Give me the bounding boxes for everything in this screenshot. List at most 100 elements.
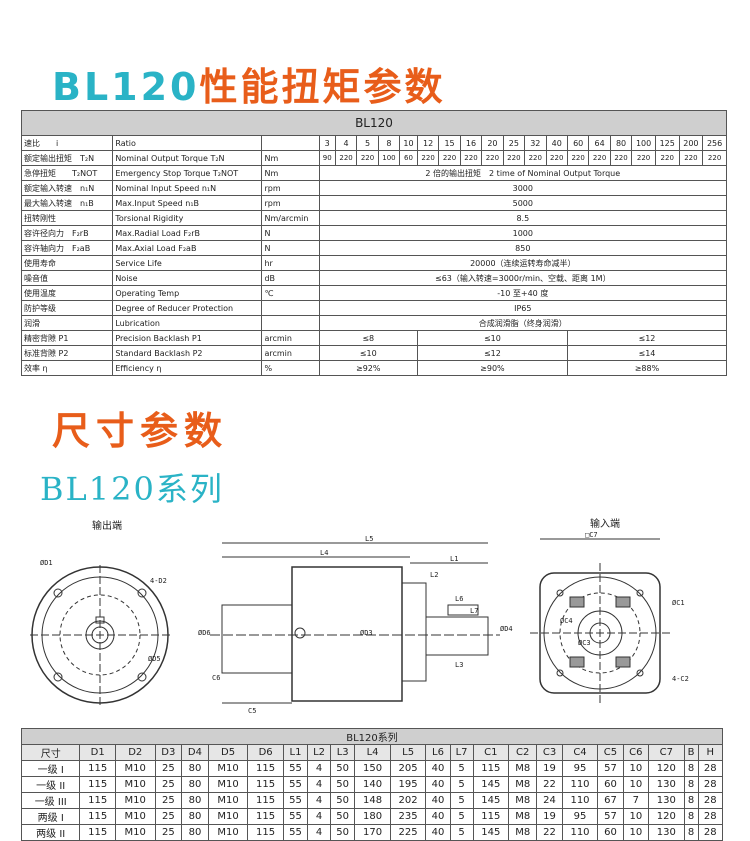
row-label-cn: 最大输入转速 n₁B [20,195,114,211]
table-cell: M8 [508,792,538,809]
ratio-cell: 16 [459,135,483,151]
heading-text: 性能扭矩参数 [199,65,446,109]
table-cell: 25 [154,760,183,777]
ratio-cell: 25 [502,135,526,151]
table-cell: 10 [622,824,650,841]
row-label: 一级 II [20,776,81,793]
row-label-en: Emergency Stop Torque T₂NOT [112,165,263,181]
table-cell: 50 [330,760,356,777]
table-cell: 195 [389,776,427,793]
table-cell: 145 [472,776,510,793]
table-cell: M8 [508,808,538,825]
series-heading: BL120系列 [40,470,224,508]
table-cell: 57 [597,808,624,825]
table-cell: 80 [181,824,209,841]
torque-cell: 90 [318,150,336,166]
row-label: 两级 I [20,808,81,825]
row-unit [261,300,320,316]
table-cell: 115 [79,792,116,809]
perf-table-title: BL120 [21,110,727,136]
dim-label-c6: C6 [212,674,220,682]
row-value: ≤10 [416,330,568,346]
torque-cell: 220 [524,150,547,166]
row-label-cn: 容许径向力 F₂rB [20,225,114,241]
row-label-cn: 速比 i [20,135,114,151]
row-value: -10 至+40 度 [318,285,728,301]
table-cell: 145 [472,792,510,809]
side-view: L5 L4 L1 L2 L6 L7 L3 C6 C5 ØD6 ØD3 ØD4 [198,535,513,715]
row-unit: arcmin [261,345,320,361]
row-label-en: Efficiency η [112,360,263,376]
table-cell: 10 [622,776,650,793]
table-cell: 120 [648,760,685,777]
table-cell: 110 [561,792,599,809]
row-label-en: Noise [112,270,263,286]
row-unit: Nm [261,150,320,166]
table-cell: 8 [683,792,699,809]
row-unit: % [261,360,320,376]
table-cell: 80 [181,760,209,777]
torque-cell: 220 [438,150,461,166]
table-cell: 55 [282,824,309,841]
torque-cell: 100 [377,150,401,166]
row-label-cn: 额定输入转速 n₁N [20,180,114,196]
table-cell: 95 [561,760,599,777]
table-cell: 115 [247,760,284,777]
table-cell: 22 [536,776,563,793]
row-label-en: Ratio [112,135,263,151]
table-cell: 5 [449,824,474,841]
table-cell: 25 [154,792,183,809]
ratio-cell: 80 [609,135,633,151]
row-label-en: Operating Temp [112,285,263,301]
table-cell: 130 [648,824,685,841]
column-header: L2 [307,744,332,761]
table-cell: 95 [561,808,599,825]
row-label-en: Standard Backlash P2 [112,345,263,361]
row-label-cn: 噪音值 [20,270,114,286]
table-cell: 5 [449,776,474,793]
column-header: 尺寸 [20,744,81,761]
row-value: ≥92% [318,360,418,376]
ratio-cell: 8 [377,135,401,151]
column-header: D6 [247,744,284,761]
row-value: ≤8 [318,330,418,346]
table-cell: 235 [389,808,427,825]
row-unit: rpm [261,180,320,196]
ratio-cell: 4 [334,135,358,151]
table-cell: 28 [697,776,723,793]
table-cell: 4 [307,792,332,809]
dim-label-c5: C5 [248,707,256,715]
row-value: 3000 [318,180,728,196]
ratio-cell: 100 [631,135,656,151]
table-cell: 225 [389,824,427,841]
row-label-cn: 使用寿命 [20,255,114,271]
row-unit: ℃ [261,285,320,301]
column-header: C6 [622,744,650,761]
row-value: ≤63（输入转速=3000r/min、空载、距离 1M） [318,270,728,286]
table-cell: M10 [207,792,249,809]
table-cell: 145 [472,824,510,841]
ratio-cell: 15 [438,135,461,151]
column-header: L7 [449,744,474,761]
table-cell: M10 [114,824,156,841]
row-label-cn: 使用温度 [20,285,114,301]
table-cell: 80 [181,792,209,809]
torque-cell: 220 [459,150,483,166]
table-cell: 40 [425,776,451,793]
table-cell: M10 [114,792,156,809]
table-cell: M10 [114,776,156,793]
column-header: C2 [508,744,538,761]
column-header: D5 [207,744,249,761]
row-label-en: Nominal Output Torque T₂N [112,150,263,166]
